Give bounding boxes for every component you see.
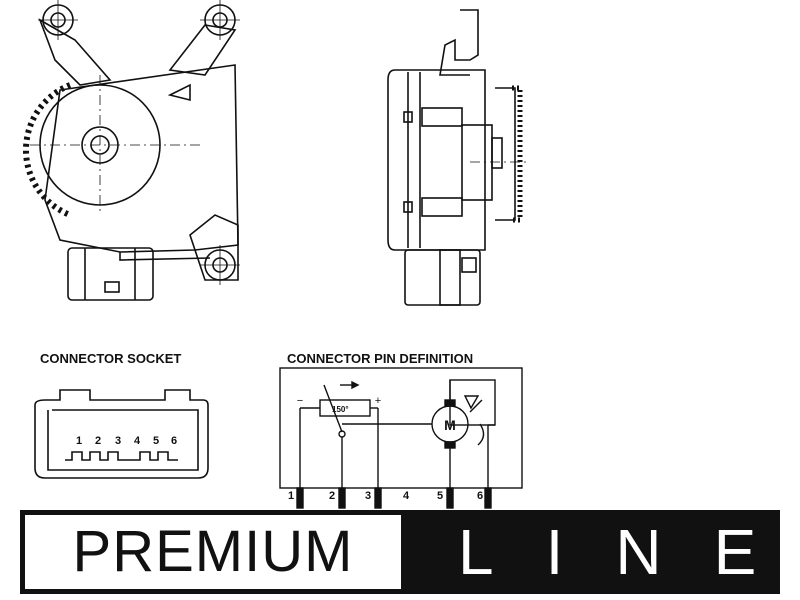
pin-6-label: 6 (477, 490, 483, 502)
socket-pin-2: 2 (95, 435, 101, 447)
socket-pin-6: 6 (171, 435, 177, 447)
pin-1-label: 1 (288, 490, 294, 502)
socket-pin-1: 1 (76, 435, 82, 447)
pin-5-label: 5 (437, 490, 443, 502)
pin-4-label: 4 (403, 490, 410, 502)
brand-premium: PREMIUM (20, 510, 406, 594)
brand-line: LINE (406, 510, 780, 594)
minus-label: − (297, 395, 303, 407)
motor-label: M (444, 417, 456, 433)
actuator-front-view (22, 0, 240, 301)
actuator-side-view (387, 9, 530, 306)
connector-socket-drawing (34, 389, 209, 479)
plus-label: + (375, 395, 381, 407)
premium-line-logo: PREMIUM LINE (20, 510, 780, 594)
potentiometer-label: 150° (332, 405, 349, 414)
pin-definition-schematic (279, 367, 523, 509)
pin-2-label: 2 (329, 490, 335, 502)
socket-pin-3: 3 (115, 435, 121, 447)
connector-pin-definition-title: CONNECTOR PIN DEFINITION (287, 351, 474, 366)
connector-socket-title: CONNECTOR SOCKET (40, 351, 182, 366)
pin-3-label: 3 (365, 490, 371, 502)
socket-pin-labels: 1 2 3 4 5 6 (76, 435, 177, 447)
socket-pin-5: 5 (153, 435, 159, 447)
pin-definition-text: 150° − + M 1 2 3 4 5 6 (288, 395, 483, 502)
socket-pin-4: 4 (134, 435, 141, 447)
